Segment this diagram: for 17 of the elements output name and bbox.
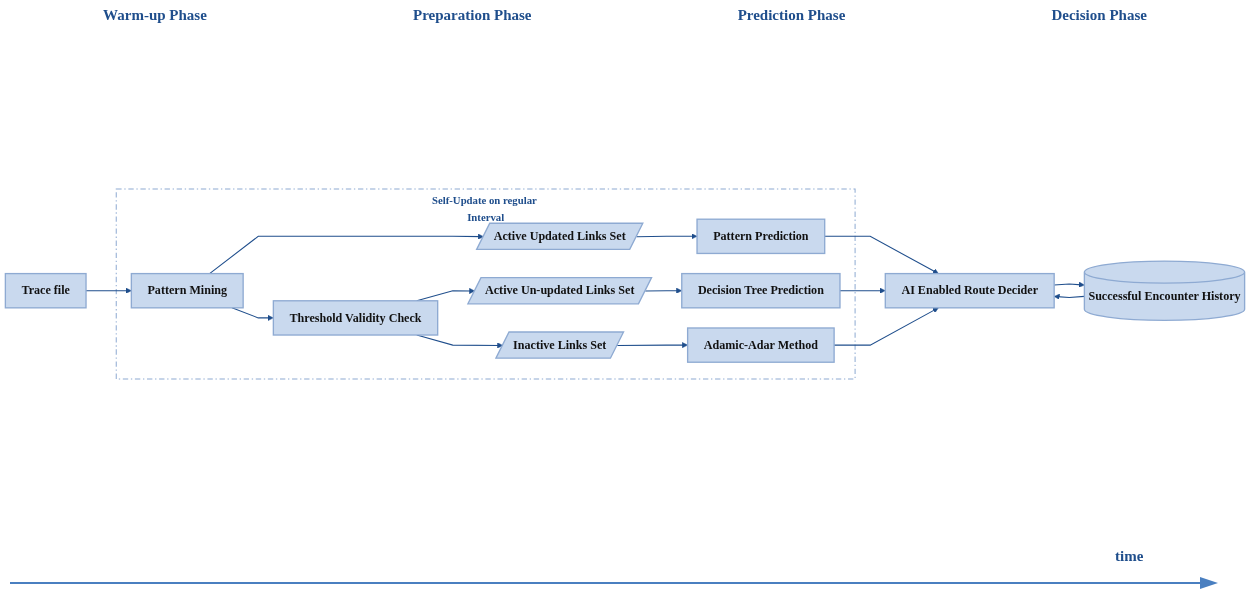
phase-label: Decision Phase — [1051, 6, 1147, 24]
node-box: Threshold Validity Check — [272, 300, 439, 336]
arrow — [209, 233, 484, 275]
phase-label: Preparation Phase — [413, 6, 532, 24]
arrow — [824, 235, 939, 274]
phase-label: Prediction Phase — [737, 6, 846, 24]
axis-label: time — [1115, 548, 1144, 565]
node-box: Trace file — [4, 272, 87, 309]
arrow — [636, 233, 698, 240]
phase-label: Warm-up Phase — [103, 6, 207, 24]
arrow — [616, 342, 688, 349]
node-box: Decision Tree Prediction — [681, 272, 841, 309]
node-box: Pattern Mining — [130, 272, 244, 309]
node-box: AI Enabled Route Decider — [884, 272, 1055, 309]
arrow — [839, 287, 886, 294]
node-box: Pattern Prediction — [696, 218, 826, 255]
node-box: Adamic-Adar Method — [686, 327, 835, 363]
